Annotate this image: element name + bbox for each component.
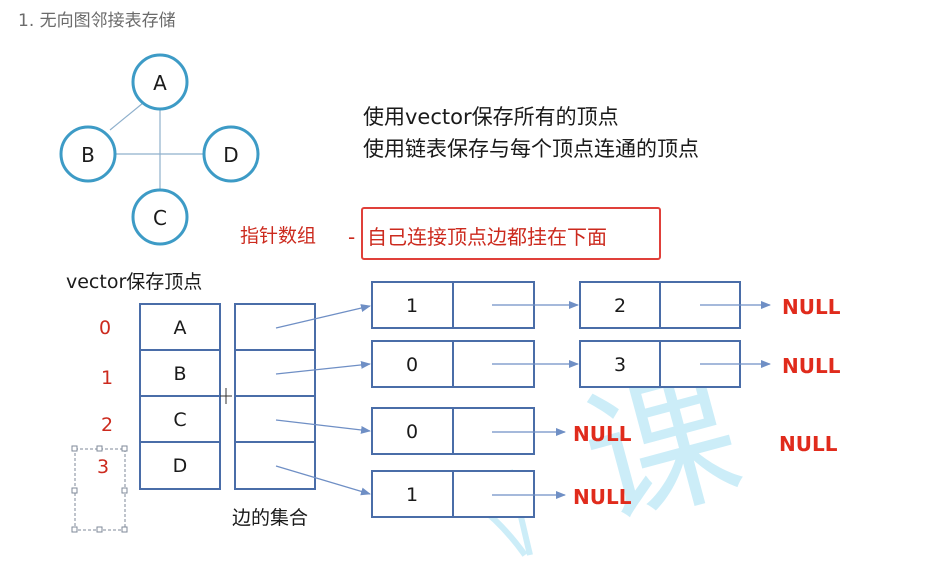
section-heading: 1. 无向图邻接表存储 [18,11,176,31]
list-node-0-2-value: 2 [614,295,626,317]
graph-node-c: C [131,188,189,246]
null-label-2: NULL [573,422,632,446]
pointer-array-column [234,303,316,490]
pointer-array-label: 指针数组 [240,225,316,247]
graph-node-d: D [202,125,260,183]
graph-node-b: B [59,125,117,183]
list-node-0-1-value: 1 [406,295,418,317]
list-node-1-1-value: 0 [406,354,418,376]
index-1: 1 [101,367,113,389]
index-3: 3 [97,456,109,478]
vertex-cell-a: A [174,317,187,339]
null-label-0: NULL [782,295,841,319]
vertex-vector: A B C D [139,303,221,490]
vertex-cell-d: D [173,455,188,477]
null-label-3: NULL [573,485,632,509]
list-node-0-1: 1 [371,281,535,329]
list-node-1-2-value: 3 [614,354,626,376]
graph-node-a: A [131,53,189,111]
vector-label: vector保存顶点 [66,271,202,293]
callout-box [361,207,661,260]
graph-node-b-label: B [81,143,95,167]
vertex-cell-c: C [173,409,186,431]
description-line-2: 使用链表保存与每个顶点连通的顶点 [363,137,699,161]
graph-node-c-label: C [153,206,167,230]
null-label-1: NULL [782,354,841,378]
list-node-2-1-value: 0 [406,421,418,443]
mouse-cursor-icon [220,388,232,404]
pointer-arrow-0 [275,304,371,329]
vertex-cell-b: B [173,363,186,385]
pointer-arrow-3 [275,465,371,496]
list-node-2-1: 0 [371,407,535,455]
edge-set-label: 边的集合 [232,507,308,529]
list-node-1-2: 3 [579,340,741,388]
description-line-1: 使用vector保存所有的顶点 [363,105,619,129]
index-0: 0 [99,317,111,339]
graph-node-a-label: A [153,71,167,95]
edge-a-b [109,102,144,131]
stray-null-label: NULL [779,432,838,456]
callout-text: 自己连接顶点边都挂在下面 [367,225,607,249]
graph-node-d-label: D [223,143,238,167]
index-2: 2 [101,414,113,436]
selection-frame [71,445,128,533]
list-node-3-1-value: 1 [406,484,418,506]
pointer-arrow-1 [275,360,371,375]
pointer-arrow-2 [275,419,371,434]
list-node-3-1: 1 [371,470,535,518]
callout-dash: - [348,225,355,249]
